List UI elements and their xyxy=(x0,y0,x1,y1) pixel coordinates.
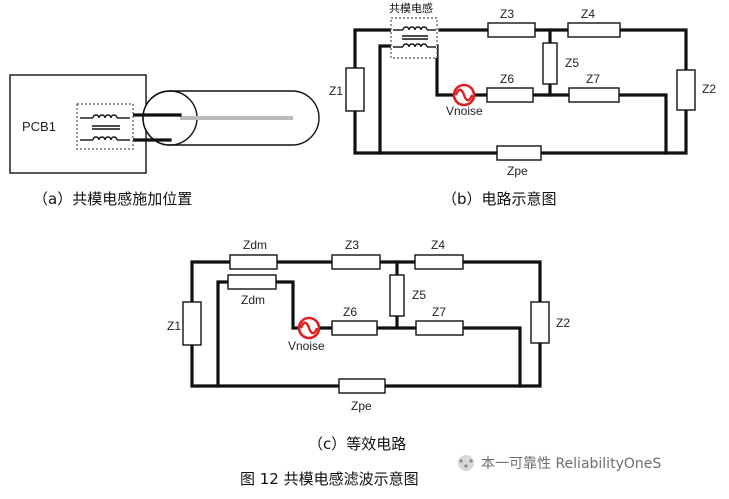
panel-b: 共模电感 Vnoise Z1 Z2 Z3 Z4 Z5 Z6 Z7 Zpe （b）… xyxy=(329,2,716,208)
z5-label-b: Z5 xyxy=(565,56,579,70)
caption-c: （c）等效电路 xyxy=(308,435,406,453)
z1-label-b: Z1 xyxy=(329,84,343,98)
z3-resistor-c xyxy=(331,254,381,270)
z5-resistor-b xyxy=(542,42,558,85)
inner-path-c xyxy=(216,280,522,388)
watermark-logo-icon xyxy=(458,455,474,471)
zpe-label-b: Zpe xyxy=(507,164,528,178)
zpe-resistor-c xyxy=(338,378,386,394)
z3-resistor-b xyxy=(487,22,536,38)
z4-label-b: Z4 xyxy=(581,7,595,21)
inner-left-wire-b xyxy=(378,44,397,155)
z7-resistor-b xyxy=(568,87,620,103)
z5-label-c: Z5 xyxy=(412,288,426,302)
source-label-b: Vnoise xyxy=(446,104,483,118)
z2-label-b: Z2 xyxy=(702,82,716,96)
z7-label-c: Z7 xyxy=(432,305,446,319)
z1-resistor-b xyxy=(345,67,365,112)
z1-label-c: Z1 xyxy=(167,319,181,333)
z5-resistor-c xyxy=(389,274,405,317)
z7-label-b: Z7 xyxy=(586,72,600,86)
common-mode-choke-a xyxy=(76,103,134,150)
caption-b: （b）电路示意图 xyxy=(442,190,557,208)
source-label-c: Vnoise xyxy=(288,339,325,353)
z2-resistor-b xyxy=(676,69,696,111)
watermark-text: 本一可靠性 ReliabilityOneS xyxy=(481,456,661,472)
z6-resistor-b xyxy=(486,87,534,103)
zpe-label-c: Zpe xyxy=(351,399,372,413)
caption-a: （a）共模电感施加位置 xyxy=(33,190,192,208)
z2-label-c: Z2 xyxy=(556,316,570,330)
z7-resistor-c xyxy=(415,320,464,336)
common-mode-choke-b xyxy=(390,17,438,59)
zpe-resistor-b xyxy=(496,145,542,161)
zdm-top-resistor-c xyxy=(229,254,278,270)
z4-resistor-c xyxy=(414,254,464,270)
zdm-top-label-c: Zdm xyxy=(243,238,267,252)
inner-path-b xyxy=(430,44,668,155)
zdm-bottom-label-c: Zdm xyxy=(241,293,265,307)
choke-label-b: 共模电感 xyxy=(389,2,433,15)
z3-label-b: Z3 xyxy=(500,7,514,21)
noise-source-icon-b xyxy=(452,83,476,107)
z4-resistor-b xyxy=(567,22,621,38)
panel-c: Vnoise Zdm Zdm Z1 Z2 Z3 Z4 Z5 Z6 Z7 Zpe … xyxy=(167,238,570,453)
z2-resistor-c xyxy=(530,301,550,344)
z3-label-c: Z3 xyxy=(345,238,359,252)
noise-source-icon-c xyxy=(297,316,321,340)
z4-label-c: Z4 xyxy=(431,238,445,252)
z6-resistor-c xyxy=(331,320,378,336)
cable xyxy=(142,90,320,146)
z6-label-b: Z6 xyxy=(500,72,514,86)
figure-caption: 图 12 共模电感滤波示意图 xyxy=(240,470,419,488)
z1-resistor-c xyxy=(182,301,202,346)
pcb-label: PCB1 xyxy=(22,119,56,134)
zdm-bottom-resistor-c xyxy=(227,274,277,290)
panel-a: PCB1 （a）共模电感施加位置 xyxy=(9,74,320,208)
z6-label-c: Z6 xyxy=(343,305,357,319)
